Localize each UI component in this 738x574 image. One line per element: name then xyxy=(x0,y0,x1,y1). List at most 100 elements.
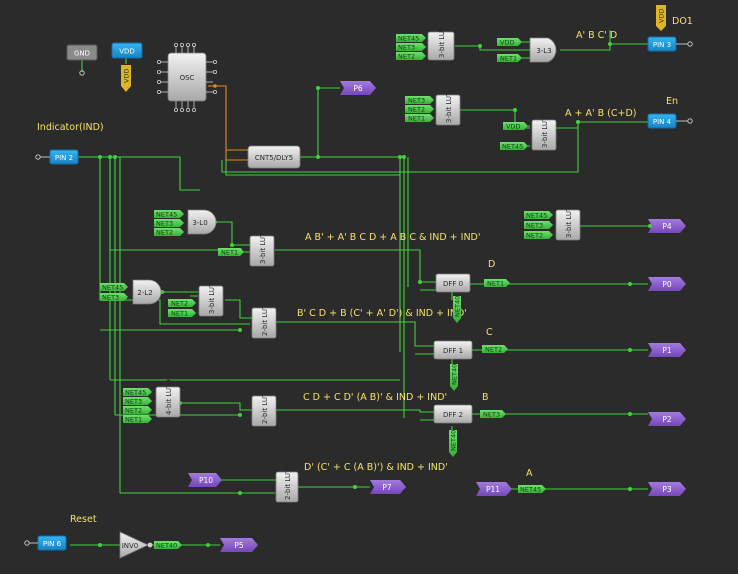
port-p11[interactable]: P11 xyxy=(476,482,512,496)
lut2-3bit-block[interactable]: 3-bit LUT2 xyxy=(198,278,224,317)
lut3-2bit-block[interactable]: 2-bit LUT3 xyxy=(251,300,277,339)
net-tag-text: NET45 xyxy=(125,389,146,397)
eq-a-label: D' (C' + C (A B)') & IND + IND' xyxy=(304,462,448,473)
bit-d-label: D xyxy=(488,259,495,270)
dff1-text: DFF 1 xyxy=(443,347,463,355)
and-gate-l2[interactable]: 2-L2 xyxy=(132,279,162,305)
bit-b-label: B xyxy=(482,392,489,403)
port-p5[interactable]: P5 xyxy=(220,538,258,552)
inverter-inv0[interactable]: INV0 xyxy=(119,531,153,559)
port-p5-text: P5 xyxy=(234,541,244,550)
pin3-block[interactable]: PIN 3 xyxy=(647,36,688,52)
port-p7[interactable]: P7 xyxy=(370,480,406,494)
port-p1[interactable]: P1 xyxy=(648,343,686,357)
and-gate-l3[interactable]: 3-L3 xyxy=(529,37,557,63)
net-tag-text: NET3 xyxy=(156,220,173,228)
net-tag-text: NET1 xyxy=(487,280,504,288)
indicator-label: Indicator(IND) xyxy=(37,122,104,133)
net-tag-text: NET40 xyxy=(156,542,177,550)
port-p2-text: P2 xyxy=(662,415,672,424)
lut3-text: 2-bit LUT3 xyxy=(261,300,269,336)
reset-label: Reset xyxy=(70,514,97,525)
net-tag-text: NET1 xyxy=(125,416,142,424)
port-p3[interactable]: P3 xyxy=(648,482,686,496)
gnd-text: GND xyxy=(74,50,90,58)
dff1-block[interactable]: DFF 1 xyxy=(433,340,473,360)
net-tag-l2: NET45 NET3 xyxy=(100,283,128,302)
port-p0-text: P0 xyxy=(662,280,672,289)
net-tag-lut2: NET2 NET1 xyxy=(168,299,196,318)
lut7-block[interactable]: 3-bit LUT7 xyxy=(435,87,461,126)
pin4-block[interactable]: PIN 4 xyxy=(647,113,688,129)
net-tag-dff1-out: NET2 xyxy=(482,345,508,354)
vdd-tag-do1: VDD xyxy=(656,5,666,31)
do1-label: DO1 xyxy=(672,16,693,27)
pin4-text: PIN 4 xyxy=(653,118,672,126)
net-tag-text: NET45 xyxy=(398,35,419,43)
net-tag-text: NET45 xyxy=(526,212,547,220)
port-p4[interactable]: P4 xyxy=(648,219,686,233)
net-tag-text: NET40 xyxy=(454,296,462,317)
net-tag-text: NET40 xyxy=(451,364,459,385)
l3-text: 3-L3 xyxy=(536,47,551,55)
net-tag-dff0-out: NET1 xyxy=(484,279,510,288)
vdd-text: VDD xyxy=(119,48,135,56)
pin2-text: PIN 2 xyxy=(55,154,73,162)
inv0-text: INV0 xyxy=(122,542,139,550)
port-p0[interactable]: P0 xyxy=(648,277,686,291)
lut1-2bit-block[interactable]: 2-bit LUT1 xyxy=(251,388,277,427)
wires xyxy=(70,30,650,546)
en-label: En xyxy=(666,96,678,107)
port-p2[interactable]: P2 xyxy=(648,412,686,426)
dff0-block[interactable]: DFF 0 xyxy=(435,273,471,293)
lut0-2bit-text: 2-bit LUT0 xyxy=(284,464,292,500)
pin6-text: PIN 6 xyxy=(43,540,62,548)
port-p4-text: P4 xyxy=(662,222,672,231)
pin2-block[interactable]: PIN 2 xyxy=(40,149,79,165)
lut0-2bit-block[interactable]: 2-bit LUT0 xyxy=(275,464,299,503)
net-tag-dff1-rst: NET40 xyxy=(450,364,459,391)
bit-c-label: C xyxy=(486,327,493,338)
cnt5-block[interactable]: CNT5/DLY5 xyxy=(247,145,301,169)
port-p6[interactable]: P6 xyxy=(340,81,376,95)
net-tag-text: VDD xyxy=(506,123,520,131)
eq-d-label: A B' + A' B C D + A B C & IND + IND' xyxy=(305,232,480,243)
net-tag-text: NET2 xyxy=(526,232,543,240)
lut5-block[interactable]: 3-bit LUT5 xyxy=(555,202,581,241)
net-tag-text: VDD xyxy=(500,39,514,47)
net-tag-text: NET45 xyxy=(520,486,541,494)
port-p6-text: P6 xyxy=(353,84,363,93)
lut1-3bit-block[interactable]: 3-bit LUT1 xyxy=(249,228,275,267)
lut0-4bit-block[interactable]: 4-bit LUT0 xyxy=(155,379,181,418)
lut6-text: 3-bit LUT6 xyxy=(541,112,549,148)
vdd-tag-do1-text: VDD xyxy=(658,9,666,23)
net-tag-text: NET40 xyxy=(450,430,458,451)
and-gate-l0[interactable]: 3-L0 xyxy=(187,209,217,235)
net-tag-lut1: NET1 xyxy=(218,248,244,257)
vdd-tag-text: VDD xyxy=(123,69,131,83)
net-tag-lut7: NET3 NET2 NET1 xyxy=(405,96,434,123)
port-p10[interactable]: P10 xyxy=(188,473,222,487)
lut6-block[interactable]: 3-bit LUT6 xyxy=(531,112,557,151)
net-tag-lut5: NET45 NET3 NET2 xyxy=(524,211,553,240)
net-tag-text: NET1 xyxy=(171,310,188,318)
net-tag-l0: NET45 NET3 NET2 xyxy=(154,210,184,237)
gnd-block[interactable]: GND xyxy=(66,44,98,61)
cnt5-text: CNT5/DLY5 xyxy=(255,154,293,162)
bit-a-label: A xyxy=(526,468,533,479)
dff2-block[interactable]: DFF 2 xyxy=(433,404,473,424)
dff0-text: DFF 0 xyxy=(443,280,463,288)
pin3-text: PIN 3 xyxy=(653,41,671,49)
vdd-block[interactable]: VDD xyxy=(111,42,143,59)
net-tag-text: NET3 xyxy=(483,411,500,419)
net-tag-text: NET2 xyxy=(408,106,425,114)
osc-block[interactable]: OSC xyxy=(156,43,217,113)
net-tag-text: NET45 xyxy=(102,284,123,292)
net-tag-text: NET45 xyxy=(502,143,523,151)
net-tag-text: NET3 xyxy=(398,44,415,52)
net-tag-lut0: NET45 NET3 NET2 NET1 xyxy=(123,388,152,424)
pin6-block[interactable]: PIN 6 xyxy=(29,535,67,551)
lut4-block[interactable]: 3-bit LUT4 xyxy=(427,22,455,61)
net-tag-dff0-rst: NET40 xyxy=(453,296,462,323)
